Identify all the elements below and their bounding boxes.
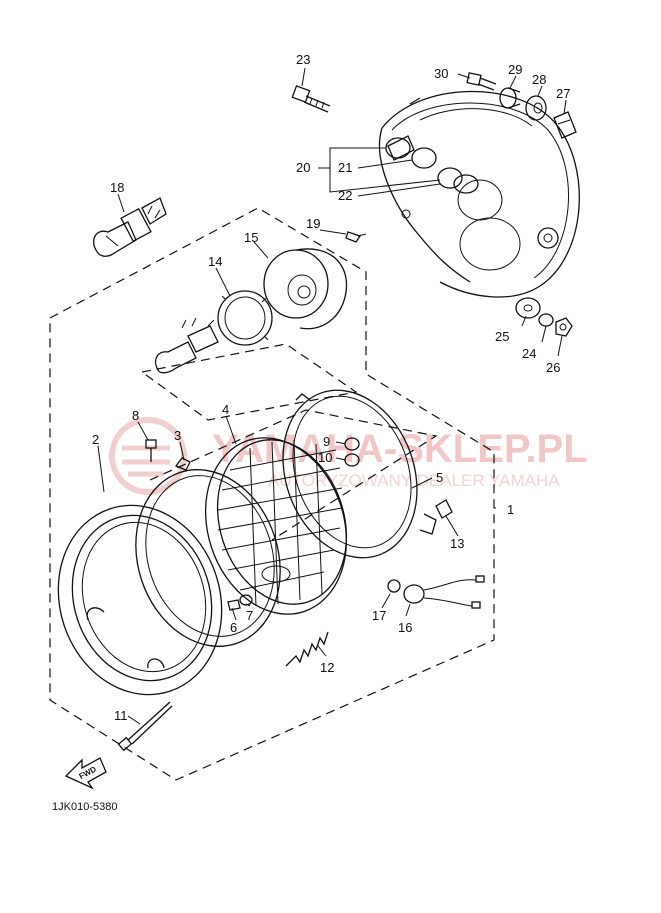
label-part-22: 22 [338,188,352,203]
part-13-connector [435,499,453,519]
part-25-washer [515,297,541,319]
inner-bulb-drawing [154,317,219,374]
label-part-29: 29 [508,62,522,77]
part-12-spring [285,631,329,667]
bulb-boundary [140,343,358,421]
parts-20-22-spacers [385,137,479,194]
label-part-7: 7 [246,608,253,623]
fwd-arrow: FWD [64,757,107,790]
label-part-25: 25 [495,329,509,344]
label-part-13: 13 [450,536,464,551]
part-24-washer [538,313,554,327]
label-part-14: 14 [208,254,222,269]
label-part-1: 1 [507,502,514,517]
parts-6-7-screw-washer [227,594,253,611]
part-30-bolt [466,72,497,91]
part-17-grommet [387,579,401,593]
label-part-17: 17 [372,608,386,623]
watermark-logo [109,417,187,495]
watermark-sub-text: AUTORYZOWANY DEALER YAMAHA [268,471,560,490]
label-part-16: 16 [398,620,412,635]
label-part-19: 19 [306,216,320,231]
part-2-headlight-rim [57,504,223,696]
label-part-21: 21 [338,160,352,175]
label-part-20: 20 [296,160,310,175]
label-part-18: 18 [110,180,124,195]
label-part-26: 26 [546,360,560,375]
label-part-10: 10 [318,450,332,465]
part-15-socket-cover [263,248,348,330]
lens-grid [217,439,343,607]
part-18-bulb [93,197,167,257]
label-part-8: 8 [132,408,139,423]
label-part-12: 12 [320,660,334,675]
part-28-grommet [525,95,547,121]
label-part-11: 11 [114,708,128,723]
part-16-socket-lead [403,575,485,609]
part-19-screw [345,231,367,243]
label-part-23: 23 [296,52,310,67]
part-29-collar [499,87,521,109]
part-26-nut [555,317,573,337]
label-part-9: 9 [323,434,330,449]
leader-lines [97,67,567,725]
part-8-screw [145,439,157,462]
assembly-boundary [49,207,495,781]
label-part-5: 5 [436,470,443,485]
label-part-3: 3 [174,428,181,443]
diagram-code: 1JK010-5380 [52,801,117,813]
part-3-rim-ring [135,457,281,647]
label-part-24: 24 [522,346,536,361]
watermark: YAMAHA-SKLEP.PL AUTORYZOWANY DEALER YAMA… [109,417,588,495]
part-27-clip [553,111,577,139]
label-part-4: 4 [222,402,229,417]
part-11-adjuster-screw [117,701,173,752]
part-5-mounting-ring [282,389,437,559]
label-part-2: 2 [92,432,99,447]
label-part-28: 28 [532,72,546,87]
label-part-30: 30 [434,66,448,81]
watermark-main-text: YAMAHA-SKLEP.PL [212,427,588,471]
part-14-bulb-retainer [217,290,273,346]
label-part-6: 6 [230,620,237,635]
part-1-headlight-shell [378,90,580,298]
part-23-bolt [291,85,331,113]
part-4-lens-unit [204,437,348,615]
label-part-15: 15 [244,230,258,245]
label-part-27: 27 [556,86,570,101]
part-labels: 1 2 3 4 5 6 7 8 9 10 11 12 13 14 15 16 1… [92,52,570,723]
